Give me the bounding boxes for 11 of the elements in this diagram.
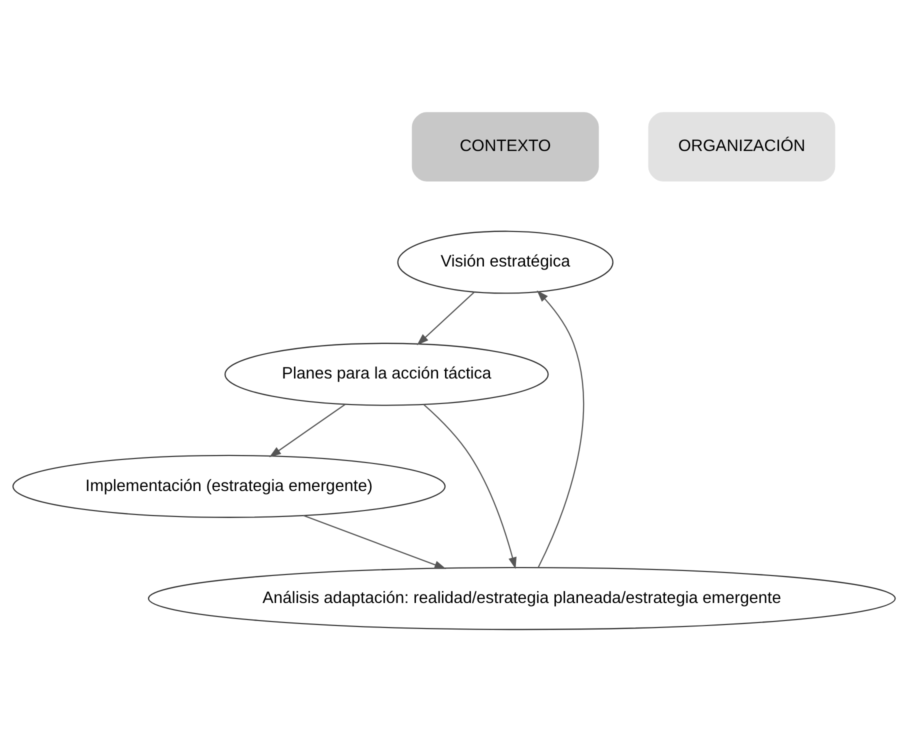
arrow (423, 404, 517, 569)
node-ellipse: Implementación (estrategia emergente) (12, 454, 446, 518)
arrow (303, 514, 446, 569)
node-ellipse: Visión estratégica (397, 230, 614, 294)
node-box: CONTEXTO (412, 112, 599, 181)
node-box: ORGANIZACIÓN (648, 112, 836, 181)
node-ellipse: Planes para la acción táctica (224, 342, 549, 406)
arrow (269, 403, 346, 457)
arrow (536, 290, 584, 568)
arrow (416, 291, 475, 345)
node-ellipse: Análisis adaptación: realidad/estrategia planeada/estrategia emergente (148, 566, 896, 630)
